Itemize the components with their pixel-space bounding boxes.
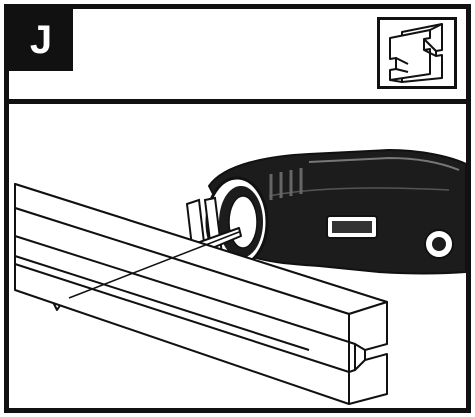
illustration-frame: J <box>4 4 471 413</box>
cut-line <box>68 231 240 299</box>
profile-icon-box <box>377 17 457 89</box>
reciprocating-saw-icon <box>185 148 466 275</box>
step-letter-badge: J <box>9 9 73 71</box>
step-header: J <box>9 9 466 99</box>
cutting-scene <box>14 148 466 405</box>
h-channel-board-icon <box>14 183 388 405</box>
header-divider <box>9 99 466 104</box>
h-channel-profile-icon <box>389 23 443 83</box>
